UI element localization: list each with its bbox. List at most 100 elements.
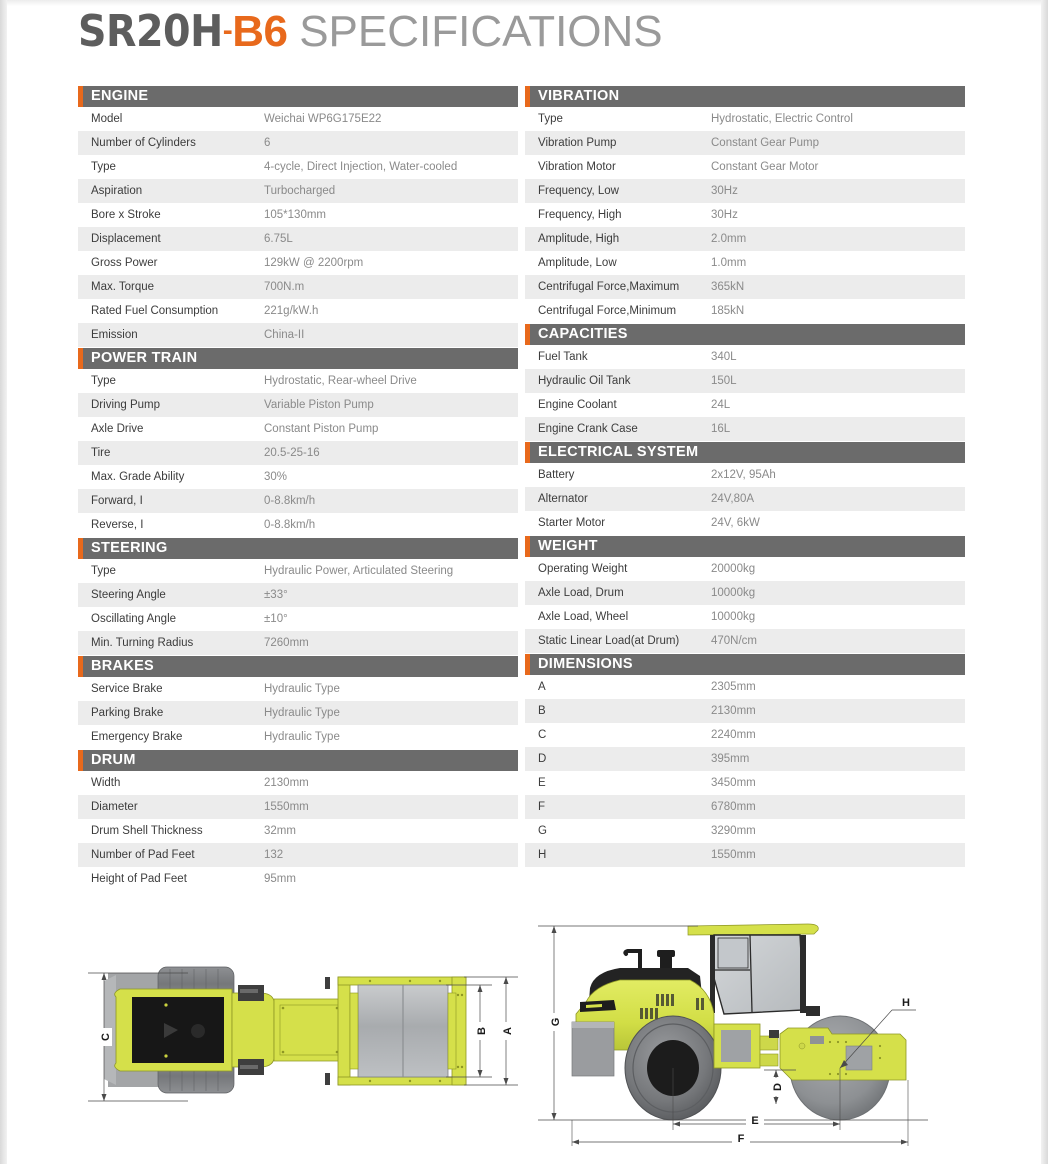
section-header-dimensions: DIMENSIONS <box>525 654 965 675</box>
spec-value: 6 <box>264 137 271 149</box>
spec-label: E <box>538 777 546 789</box>
spec-row: Steering Angle±33° <box>78 583 518 607</box>
spec-row: Min. Turning Radius 7260mm <box>78 631 518 655</box>
spec-value: 395mm <box>711 753 750 765</box>
spec-row: A 2305mm <box>525 675 965 699</box>
spec-value: 7260mm <box>264 637 309 649</box>
section-header-power-train: POWER TRAIN <box>78 348 518 369</box>
spec-value: 24L <box>711 399 731 411</box>
dim-label-h: H <box>902 997 910 1009</box>
spec-value: Hydraulic Power, Articulated Steering <box>264 565 454 577</box>
spec-label: Max. Grade Ability <box>91 471 185 483</box>
spec-label: Engine Crank Case <box>538 423 638 435</box>
spec-label: Frequency, High <box>538 209 622 221</box>
dim-label-a: A <box>502 1027 514 1035</box>
spec-value: 95mm <box>264 873 296 885</box>
spec-label: Min. Turning Radius <box>91 637 194 649</box>
title-dash: - <box>222 14 233 47</box>
spec-label: Starter Motor <box>538 517 606 529</box>
spec-value: Hydraulic Type <box>264 683 340 695</box>
spec-value: Hydraulic Type <box>264 707 340 719</box>
section-header-capacities: CAPACITIES <box>525 324 965 345</box>
spec-value: 0-8.8km/h <box>264 519 316 531</box>
spec-value: 1550mm <box>711 849 756 861</box>
spec-label: B <box>538 705 546 717</box>
spec-label: Battery <box>538 469 575 481</box>
dim-label-b: B <box>476 1027 488 1035</box>
spec-value: Hydraulic Type <box>264 731 340 743</box>
spec-value: 2305mm <box>711 681 756 693</box>
spec-label: Model <box>91 113 123 125</box>
spec-label: Vibration Motor <box>538 161 616 173</box>
spec-label: Fuel Tank <box>538 351 588 363</box>
spec-row: Vibration Motor Constant Gear Motor <box>525 155 965 179</box>
spec-label: Axle Load, Wheel <box>538 611 629 623</box>
spec-value: 16L <box>711 423 731 435</box>
spec-label: Rated Fuel Consumption <box>91 305 219 317</box>
spec-row: Reverse, I 0-8.8km/h <box>78 513 518 537</box>
dim-label-c: C <box>100 1033 112 1041</box>
spec-value: Constant Gear Pump <box>711 137 820 149</box>
spec-row: Type Hydraulic Power, Articulated Steerin… <box>78 559 518 583</box>
spec-value: 185kN <box>711 305 745 317</box>
spec-value: 132 <box>264 849 284 861</box>
spec-label: Amplitude, High <box>538 233 620 245</box>
spec-label: Reverse, I <box>91 519 144 531</box>
spec-value: Turbocharged <box>264 185 336 197</box>
spec-label: Tire <box>91 447 111 459</box>
section-header-weight: WEIGHT <box>525 536 965 557</box>
spec-value: ±10° <box>264 613 288 625</box>
spec-label: Number of Pad Feet <box>91 849 195 861</box>
section-header-electrical-system: ELECTRICAL SYSTEM <box>525 442 965 463</box>
spec-value: 221g/kW.h <box>264 305 319 317</box>
spec-label: Amplitude, Low <box>538 257 617 269</box>
spec-value: 30Hz <box>711 185 738 197</box>
spec-value: Hydrostatic, Electric Control <box>711 113 853 125</box>
spec-value: 1.0mm <box>711 257 747 269</box>
spec-label: Centrifugal Force,Maximum <box>538 281 680 293</box>
spec-label: Oscillating Angle <box>91 613 177 625</box>
page-title: SR20H-B6 SPECIFICATIONS <box>78 8 663 55</box>
page-right-edge <box>1041 0 1048 1164</box>
spec-value: Weichai WP6G175E22 <box>264 113 382 125</box>
spec-row: Fuel Tank 340L <box>525 345 965 369</box>
spec-value: Constant Gear Motor <box>711 161 819 173</box>
spec-value: Hydrostatic, Rear-wheel Drive <box>264 375 417 387</box>
section-header-brakes: BRAKES <box>78 656 518 677</box>
spec-label: Frequency, Low <box>538 185 619 197</box>
spec-label: Emergency Brake <box>91 731 183 743</box>
section-header-drum: DRUM <box>78 750 518 771</box>
spec-label: Gross Power <box>91 257 158 269</box>
spec-value: 470N/cm <box>711 635 758 647</box>
spec-label: A <box>538 681 546 693</box>
spec-label: Type <box>91 565 116 577</box>
spec-value: 2130mm <box>264 777 309 789</box>
spec-value: ±33° <box>264 589 288 601</box>
spec-label: Type <box>91 161 116 173</box>
spec-value: 3290mm <box>711 825 756 837</box>
section-header-steering: STEERING <box>78 538 518 559</box>
spec-value: 340L <box>711 351 737 363</box>
